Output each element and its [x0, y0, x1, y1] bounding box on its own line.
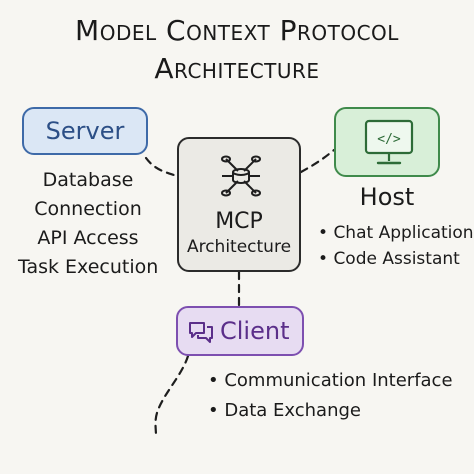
server-item: Database: [42, 169, 134, 191]
host-label: Host: [359, 183, 415, 211]
mcp-label: MCP: [215, 209, 263, 234]
host-item: Code Assistant: [318, 246, 474, 272]
network-nodes-icon: [221, 155, 261, 197]
server-item: API Access: [37, 227, 139, 249]
diagram-title-line-2: Architecture: [154, 52, 320, 85]
server-label: Server: [45, 117, 125, 145]
host-item: Chat Application: [318, 220, 473, 246]
client-items: Communication Interface Data Exchange: [208, 366, 453, 426]
diagram-title-line-1: Model Context Protocol: [75, 14, 399, 47]
client-item: Communication Interface: [208, 366, 452, 396]
server-item: Task Execution: [18, 256, 159, 278]
client-label: Client: [220, 317, 290, 345]
host-items: Chat Application Code Assistant: [318, 220, 474, 272]
mcp-sublabel: Architecture: [186, 237, 292, 257]
mcp-node: MCP Architecture: [177, 137, 301, 272]
server-item: Connection: [34, 198, 142, 220]
client-node: Client: [176, 306, 304, 356]
client-item: Data Exchange: [208, 396, 453, 426]
chat-bubbles-icon: [189, 322, 213, 343]
client-tail-connector: [154, 354, 190, 438]
server-items: Database Connection API Access Task Exec…: [18, 166, 158, 282]
code-monitor-icon: </>: [364, 119, 414, 165]
mcp-host-connector: [299, 148, 336, 174]
code-symbol: </>: [377, 132, 401, 147]
host-node: </>: [334, 107, 440, 177]
server-node: Server: [22, 107, 148, 155]
server-mcp-connector: [144, 156, 179, 178]
